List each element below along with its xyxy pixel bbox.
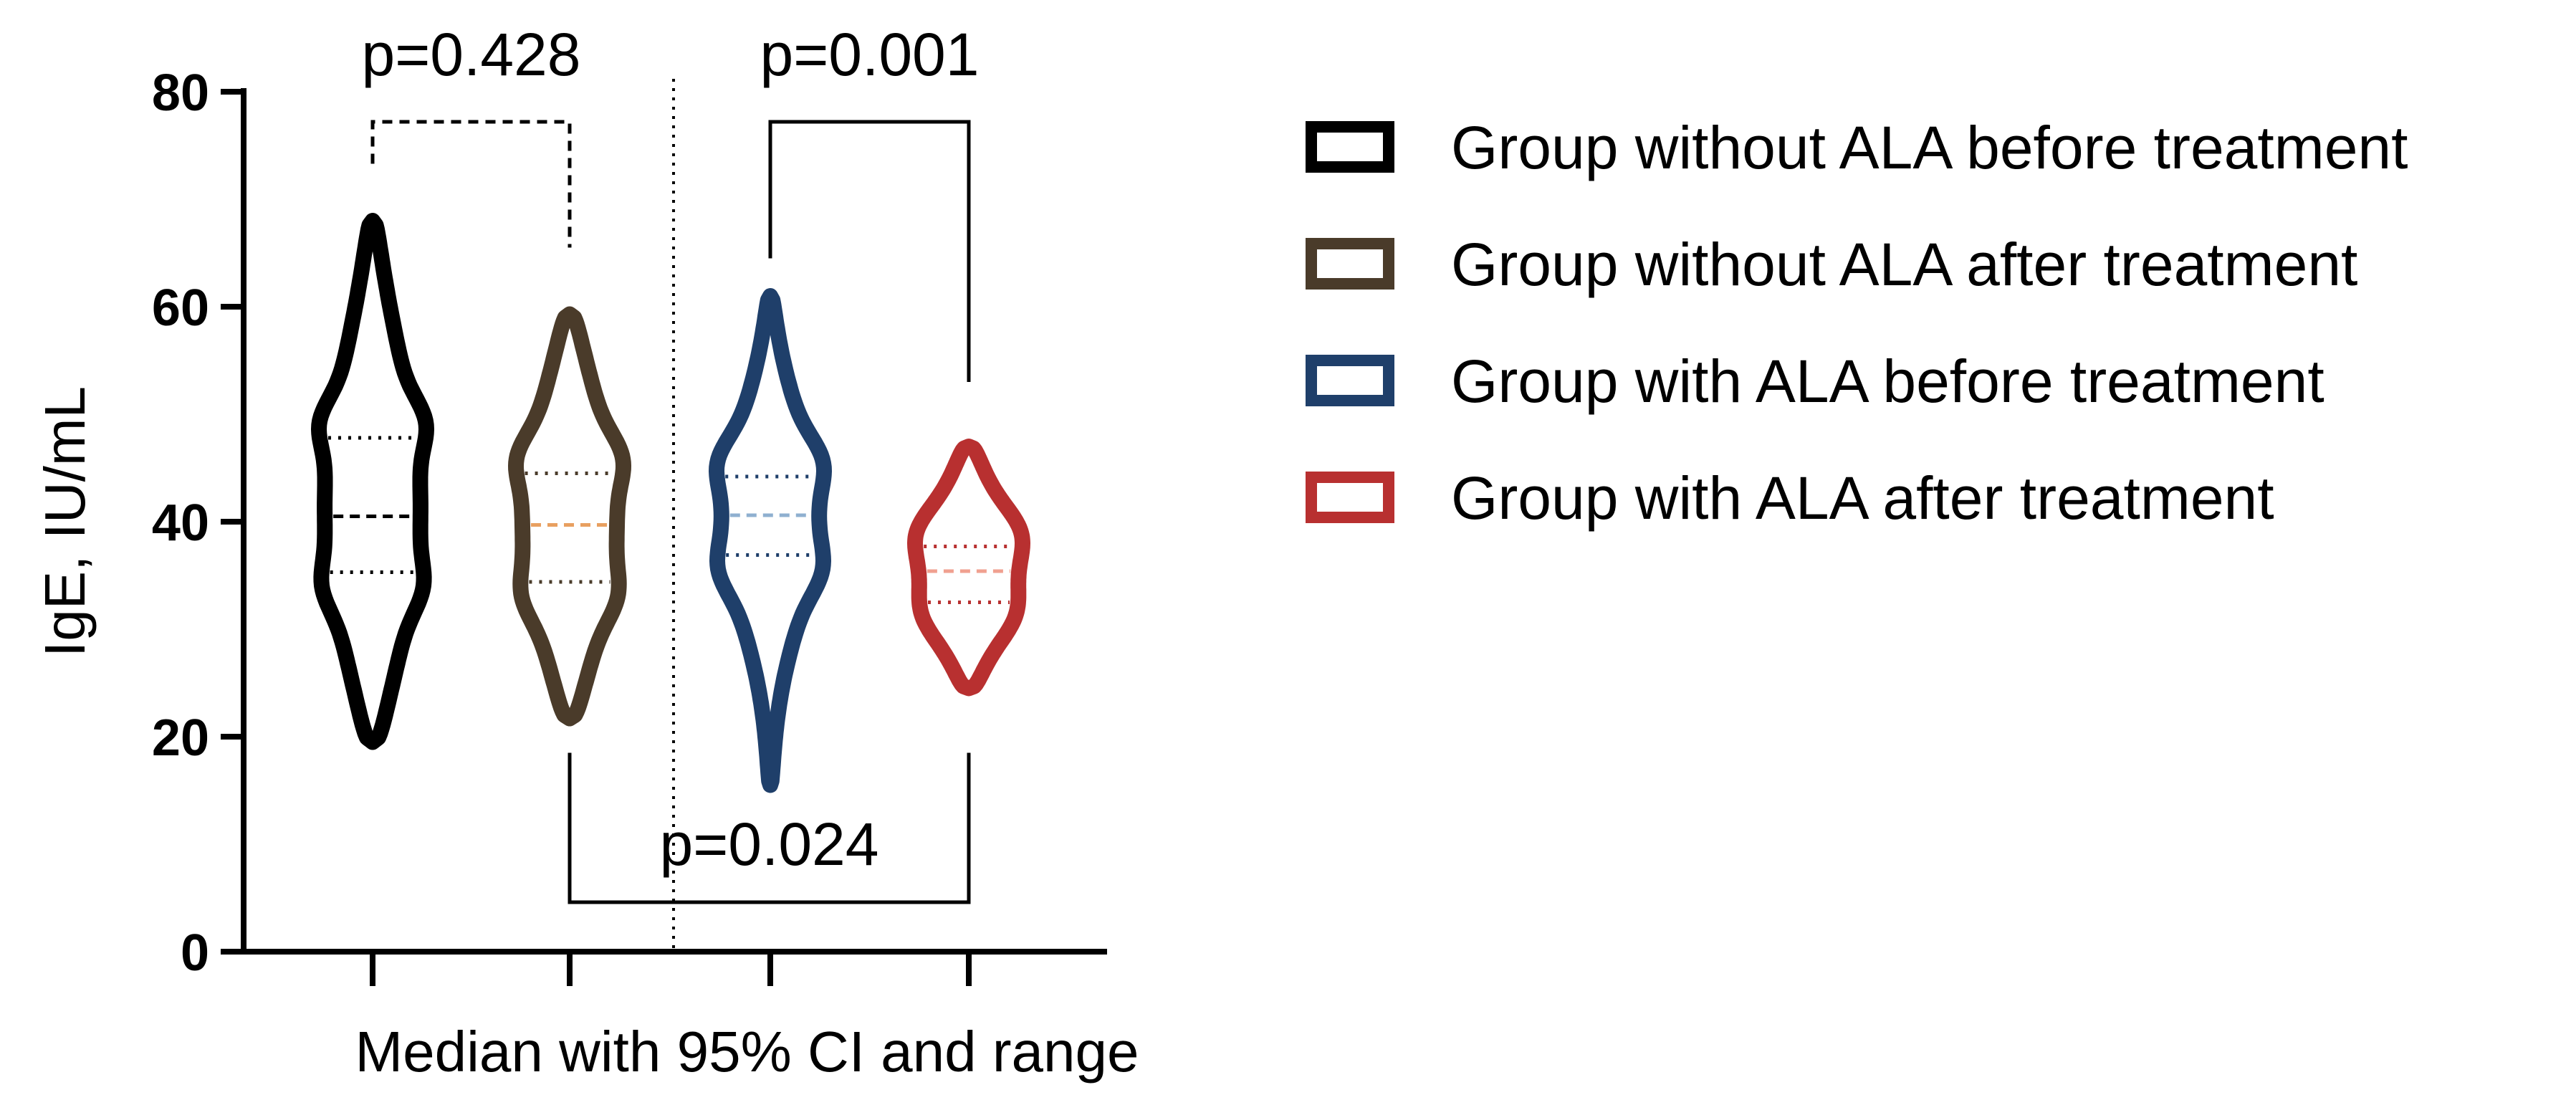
x-axis-title: Median with 95% CI and range <box>355 1020 1139 1084</box>
y-tick-label: 60 <box>152 279 209 337</box>
comparison-bracket-1 <box>370 120 572 248</box>
legend-swatch-2 <box>1306 238 1394 290</box>
y-tick-label: 0 <box>181 924 209 982</box>
comparisons: p=0.428 p=0.001 p=0.024 <box>362 21 980 904</box>
legend: Group without ALA before treatmentGroup … <box>1306 114 2408 532</box>
legend-swatch-3 <box>1306 355 1394 406</box>
p-value-label-3: p=0.024 <box>660 810 879 878</box>
p-value-label-2: p=0.001 <box>760 21 980 88</box>
legend-label-4: Group with ALA after treatment <box>1451 464 2274 532</box>
legend-swatch-4 <box>1306 472 1394 523</box>
comparison-bracket-2 <box>768 120 971 382</box>
violin-3 <box>709 288 832 793</box>
violin-1 <box>311 213 434 750</box>
violin-4 <box>907 439 1030 697</box>
y-tick-label: 20 <box>152 709 209 767</box>
legend-label-1: Group without ALA before treatment <box>1451 114 2408 181</box>
legend-label-3: Group with ALA before treatment <box>1451 348 2324 415</box>
y-tick-label: 40 <box>152 494 209 552</box>
violin-2 <box>508 306 631 727</box>
violins <box>311 213 1030 793</box>
legend-label-2: Group without ALA after treatment <box>1451 231 2357 298</box>
y-axis-title: IgE, IU/mL <box>33 386 97 657</box>
comparison-bracket-3 <box>568 752 971 904</box>
y-tick-label: 80 <box>152 64 209 122</box>
legend-swatch-1 <box>1306 121 1394 173</box>
p-value-label-1: p=0.428 <box>362 21 581 88</box>
